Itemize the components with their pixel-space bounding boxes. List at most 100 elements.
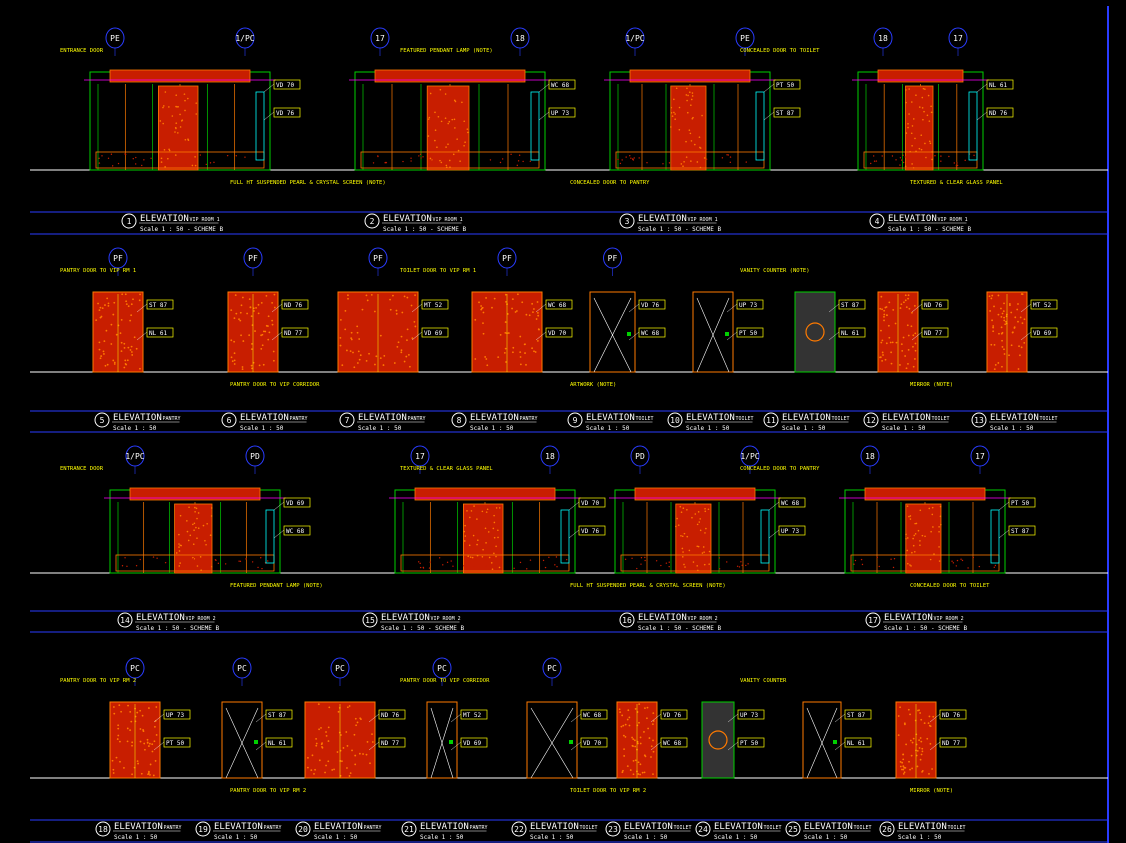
section-bubble[interactable]: 18 xyxy=(873,27,893,56)
finish-tag[interactable]: PT 50 xyxy=(726,327,764,341)
finish-tag[interactable]: ND 77 xyxy=(929,737,967,751)
elevation-drawing[interactable] xyxy=(589,291,636,373)
section-bubble[interactable]: 1/PC xyxy=(740,445,760,474)
finish-tag[interactable]: PT 50 xyxy=(763,79,801,93)
finish-tag[interactable]: UP 73 xyxy=(153,709,191,723)
finish-tag[interactable]: VD 76 xyxy=(263,107,301,121)
finish-tag[interactable]: ND 76 xyxy=(271,299,309,313)
finish-tag[interactable]: UP 73 xyxy=(768,525,806,539)
finish-tag[interactable]: VD 70 xyxy=(570,737,608,751)
elevation-drawing[interactable] xyxy=(337,291,419,373)
finish-tag[interactable]: ST 87 xyxy=(255,709,293,723)
elevation-drawing[interactable] xyxy=(104,487,286,574)
finish-tag[interactable]: NL 61 xyxy=(834,737,872,751)
elevation-drawing[interactable] xyxy=(852,69,989,171)
section-bubble[interactable]: PC xyxy=(125,657,145,686)
elevation-drawing[interactable] xyxy=(526,701,578,779)
elevation-drawing[interactable] xyxy=(304,701,376,779)
section-bubble[interactable]: 18 xyxy=(540,445,560,474)
elevation-drawing[interactable] xyxy=(227,291,279,373)
section-bubble[interactable]: 17 xyxy=(948,27,968,56)
elevation-drawing[interactable] xyxy=(471,291,543,373)
finish-tag[interactable]: WC 68 xyxy=(273,525,311,539)
elevation-drawing[interactable] xyxy=(92,291,144,373)
finish-tag[interactable]: NL 61 xyxy=(828,327,866,341)
elevation-drawing[interactable] xyxy=(986,291,1028,373)
elevation-drawing[interactable] xyxy=(609,487,781,574)
finish-tag[interactable]: WC 68 xyxy=(650,737,688,751)
elevation-drawing[interactable] xyxy=(802,701,842,779)
finish-tag[interactable]: ND 76 xyxy=(929,709,967,723)
finish-tag[interactable]: VD 70 xyxy=(535,327,573,341)
elevation-drawing[interactable] xyxy=(349,69,551,171)
finish-tag[interactable]: ST 87 xyxy=(834,709,872,723)
section-bubble[interactable]: PF xyxy=(603,247,622,276)
section-bubble[interactable]: PD xyxy=(630,445,650,474)
section-bubble[interactable]: PC xyxy=(542,657,562,686)
section-bubble[interactable]: PC xyxy=(232,657,252,686)
finish-tag[interactable]: NL 61 xyxy=(976,79,1014,93)
elevation-drawing[interactable] xyxy=(426,701,458,779)
elevation-drawing[interactable] xyxy=(877,291,919,373)
finish-tag[interactable]: MT 52 xyxy=(1020,299,1058,313)
section-bubble[interactable]: PC xyxy=(330,657,350,686)
section-bubble[interactable]: 17 xyxy=(410,445,430,474)
finish-tag[interactable]: ST 87 xyxy=(828,299,866,313)
section-bubble[interactable]: PC xyxy=(432,657,452,686)
finish-tag[interactable]: ND 77 xyxy=(911,327,949,341)
elevation-drawing[interactable] xyxy=(692,291,734,373)
finish-tag[interactable]: WC 68 xyxy=(538,79,576,93)
elevation-drawing[interactable] xyxy=(604,69,776,171)
finish-tag[interactable]: ND 76 xyxy=(911,299,949,313)
section-bubble[interactable]: 1/PC xyxy=(125,445,145,474)
elevation-drawing[interactable] xyxy=(895,701,937,779)
finish-tag[interactable]: UP 73 xyxy=(726,299,764,313)
section-bubble[interactable]: PE xyxy=(105,27,125,56)
finish-tag[interactable]: UP 73 xyxy=(727,709,765,723)
finish-tag[interactable]: ND 77 xyxy=(271,327,309,341)
finish-tag[interactable]: MT 52 xyxy=(411,299,449,313)
section-bubble[interactable]: 17 xyxy=(970,445,990,474)
elevation-drawing[interactable] xyxy=(221,701,263,779)
finish-tag[interactable]: PT 50 xyxy=(153,737,191,751)
section-bubble[interactable]: 18 xyxy=(860,445,880,474)
section-bubble[interactable]: PD xyxy=(245,445,265,474)
finish-tag[interactable]: WC 68 xyxy=(570,709,608,723)
finish-tag[interactable]: VD 69 xyxy=(273,497,311,511)
finish-tag[interactable]: WC 68 xyxy=(628,327,666,341)
finish-tag[interactable]: WC 68 xyxy=(535,299,573,313)
finish-tag[interactable]: VD 69 xyxy=(450,737,488,751)
finish-tag[interactable]: VD 69 xyxy=(411,327,449,341)
finish-tag[interactable]: ST 87 xyxy=(136,299,174,313)
finish-tag[interactable]: ND 76 xyxy=(368,709,406,723)
elevation-drawing[interactable] xyxy=(616,701,658,779)
finish-tag[interactable]: VD 70 xyxy=(568,497,606,511)
section-bubble[interactable]: PF xyxy=(243,247,263,276)
finish-tag[interactable]: VD 76 xyxy=(568,525,606,539)
finish-tag[interactable]: UP 73 xyxy=(538,107,576,121)
finish-tag[interactable]: NL 61 xyxy=(136,327,174,341)
finish-tag[interactable]: VD 76 xyxy=(628,299,666,313)
finish-tag[interactable]: MT 52 xyxy=(450,709,488,723)
